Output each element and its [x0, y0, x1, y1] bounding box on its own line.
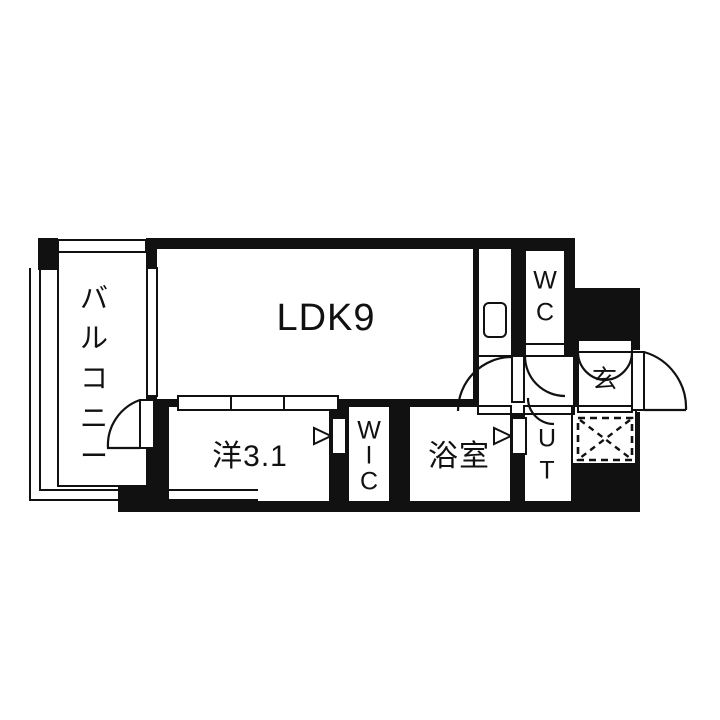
balcony-door-arc [106, 398, 141, 450]
wic-door-leaf[interactable] [332, 418, 346, 454]
ldk-left-window [147, 268, 157, 396]
balcony-top-window [58, 240, 146, 252]
wc-label-char-1: C [536, 299, 554, 327]
balcony-railing-inner [39, 268, 258, 491]
wic-interior [348, 406, 390, 502]
balcony-railing-outer [29, 268, 258, 501]
genkan-inner-arc-left [576, 351, 607, 382]
labels-group: バ ル コ ニ ー LDK9 洋3.1 W I C 浴室 U T W C 玄 [80, 267, 618, 496]
wc-interior [525, 250, 565, 344]
washer-alcove-outline [571, 405, 637, 465]
sliding-door-indicators[interactable] [313, 417, 527, 455]
ldk-partition-opening[interactable] [178, 396, 338, 410]
balcony-group [29, 238, 258, 501]
western-room-label: 洋3.1 [212, 440, 288, 473]
ldk-partition-group[interactable] [177, 395, 339, 411]
bathroom-label: 浴室 [428, 440, 490, 473]
bath-door-arrow [493, 426, 514, 446]
balcony-label-char-0: バ [80, 282, 108, 313]
bath-door-leaf[interactable] [512, 418, 526, 454]
balcony-top-window-frame [57, 239, 147, 253]
bathroom-interior [409, 406, 511, 502]
genkan-inner-door-leaf[interactable] [578, 340, 632, 352]
windows-group [146, 267, 158, 397]
entrance-door-arc [643, 350, 688, 411]
western-room-interior [168, 406, 330, 502]
balcony-label-char-3: ニ [80, 402, 108, 433]
wc-door-arc [523, 355, 566, 398]
swing-doors-group[interactable] [106, 339, 688, 450]
balcony-label-char-4: ー [80, 440, 108, 471]
utility-interior [524, 406, 572, 502]
kitchen-door-leaf-frame[interactable] [511, 355, 525, 403]
wic-label-char-2: C [360, 468, 378, 496]
balcony-label-char-2: コ [80, 362, 108, 393]
kitchen-door-arc [456, 355, 513, 412]
balcony-inner-edge [57, 246, 146, 487]
entrance-door-leaf[interactable] [632, 352, 644, 410]
balcony-door-leaf-frame[interactable] [139, 399, 155, 449]
wc-door-leaf-frame[interactable] [524, 343, 566, 357]
wc-label-char-0: W [533, 267, 557, 295]
fixtures-group [483, 302, 634, 462]
ldk-label: LDK9 [276, 297, 375, 339]
entrance-door-leaf-frame[interactable] [631, 351, 645, 411]
genkan-inner-door-frame[interactable] [577, 339, 633, 353]
ldk-left-window-frame [146, 267, 158, 397]
ut-label-char-0: U [538, 425, 556, 453]
hall-inner-door-arc [526, 397, 555, 426]
ut-label-char-1: T [539, 457, 554, 485]
genkan-label: 玄 [592, 366, 618, 394]
balcony-label-char-1: ル [80, 322, 108, 353]
balcony-floor [58, 246, 146, 486]
ldk-interior [156, 248, 474, 400]
wic-outline [347, 405, 391, 503]
wic-label-char-1: I [366, 442, 373, 470]
wic-label-char-0: W [357, 417, 381, 445]
kitchen-door-leaf[interactable] [512, 356, 524, 402]
balcony-door-leaf[interactable] [140, 400, 154, 448]
ldk-partition-frame[interactable] [177, 395, 339, 411]
kitchen-sink-icon [483, 302, 507, 338]
wic-door-arrow [313, 426, 334, 446]
washer-pan-icon [576, 416, 634, 462]
wc-door-leaf[interactable] [525, 344, 565, 356]
balcony-corner-block [38, 238, 58, 270]
